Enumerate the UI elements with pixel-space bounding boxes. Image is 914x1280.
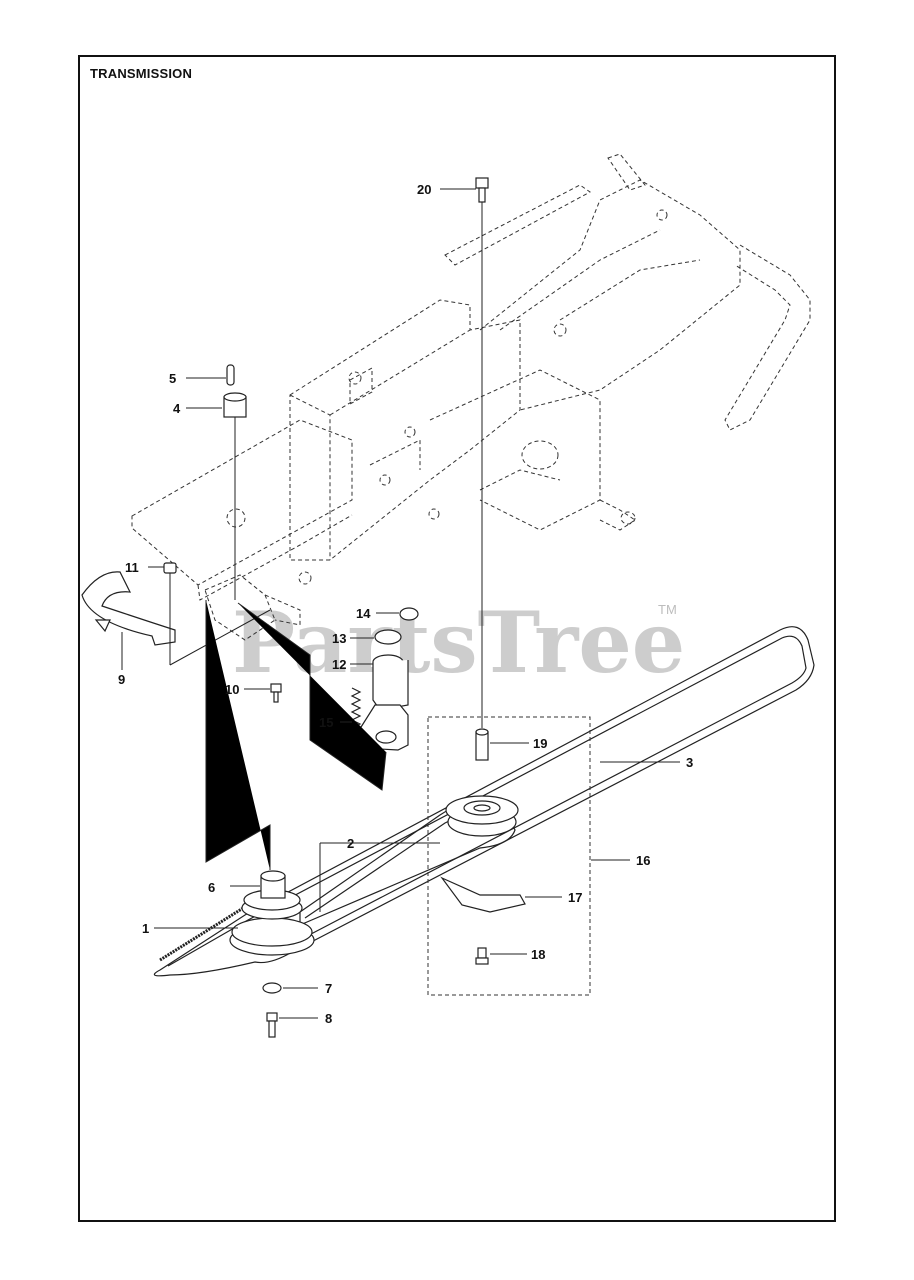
part-5-pin [226,364,235,386]
part-13-washer [374,629,402,645]
watermark-text: PartsTree [232,593,685,692]
callout-9: 9 [118,672,125,687]
callout-19: 19 [533,736,547,751]
watermark-trademark: TM [658,602,677,617]
callout-1: 1 [142,921,149,936]
callout-11: 11 [125,560,139,575]
callout-8: 8 [325,1011,332,1026]
callout-17: 17 [568,890,582,905]
part-16-assembly-box [427,716,591,996]
part-6-pulley [229,870,315,956]
callout-labels: 1 2 3 4 5 6 7 8 9 10 11 12 13 14 15 16 1… [118,182,693,1026]
callout-13: 13 [332,631,346,646]
callout-7: 7 [325,981,332,996]
part-19-spacer [475,728,489,761]
callout-18: 18 [531,947,545,962]
part-11-nut [163,562,271,666]
part-14-clip [399,607,419,621]
callout-4: 4 [173,401,181,416]
part-18-bolt [475,947,489,965]
callout-16: 16 [636,853,650,868]
chassis-frame [131,153,811,641]
part-17-bracket [440,876,526,913]
part-7-washer [262,982,282,994]
callout-15: 15 [319,715,333,730]
part-4-bushing [223,392,247,600]
assembly-lines [205,600,387,870]
part-1-belt [159,903,249,962]
callout-12: 12 [332,657,346,672]
part-3-belt [153,626,815,977]
diagram-border [78,55,836,1222]
part-9-bracket [81,571,176,646]
part-20-bolt [475,177,489,728]
leader-lines [121,188,680,1019]
callout-14: 14 [356,606,371,621]
diagram-title: TRANSMISSION [90,66,193,81]
part-10-bolt [270,683,282,703]
idler-pulley [445,795,519,837]
callout-5: 5 [169,371,176,386]
callout-3: 3 [686,755,693,770]
callout-20: 20 [417,182,431,197]
part-8-bolt [266,1012,278,1038]
callout-6: 6 [208,880,215,895]
callout-2: 2 [347,836,354,851]
callout-10: 10 [225,682,239,697]
